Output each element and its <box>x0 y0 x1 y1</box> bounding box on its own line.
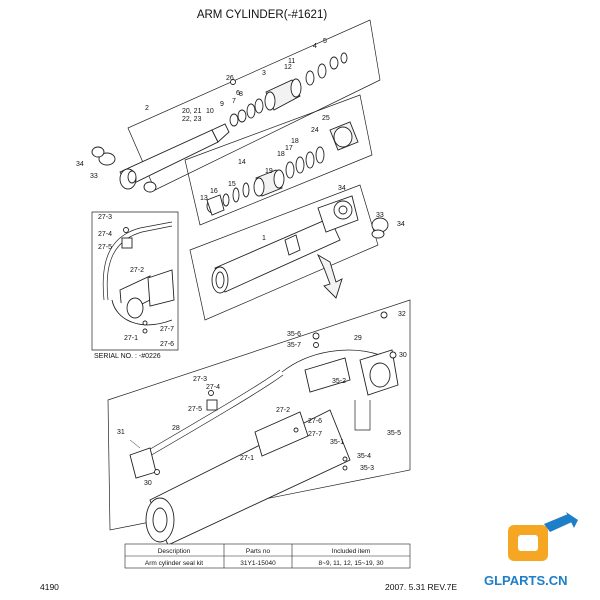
assembled-cylinder <box>129 311 399 546</box>
part-callout-label: 8 <box>239 91 243 98</box>
part-callout-label: 34 <box>338 185 346 192</box>
part-callout-label: 28 <box>172 425 180 432</box>
part-callout-label: 35-2 <box>332 378 346 385</box>
page-title: ARM CYLINDER(-#1621) <box>197 9 328 21</box>
part-callout-label: 27-7 <box>308 431 322 438</box>
part-callout-label: 1 <box>262 235 266 242</box>
part-callout-label: 20, 21 <box>182 108 202 115</box>
part-callout-label: 6 <box>236 90 240 97</box>
inset-frame <box>91 211 179 351</box>
part-callout-label: 27-6 <box>160 341 174 348</box>
part-callout-label: 12 <box>284 64 292 71</box>
table-cell-description: Arm cylinder seal kit <box>145 560 203 567</box>
part-callout-label: 35-1 <box>330 439 344 446</box>
part-callout-label: 30 <box>144 480 152 487</box>
part-callout-label: 27-3 <box>193 376 207 383</box>
rod-head-parts <box>229 52 348 127</box>
part-callout-label: 25 <box>322 115 330 122</box>
part-callout-label: 13 <box>200 195 208 202</box>
part-callout-label: 32 <box>398 311 406 318</box>
part-callout-label: 17 <box>285 145 293 152</box>
part-callout-label: 27-1 <box>240 455 254 462</box>
page-number: 4190 <box>40 582 59 592</box>
part-callout-label: 27-6 <box>308 418 322 425</box>
part-callout-label: 27-1 <box>124 335 138 342</box>
part-callout-label: 2 <box>145 105 149 112</box>
assembly-arrow <box>316 253 343 299</box>
part-callout-label: 33 <box>376 212 384 219</box>
part-callout-label: 15 <box>228 181 236 188</box>
part-callout-label: 7 <box>232 98 236 105</box>
part-callout-label: 10 <box>206 108 214 115</box>
part-callout-label: 27-3 <box>98 214 112 221</box>
part-callout-label: 3 <box>262 70 266 77</box>
bushing-right <box>371 217 389 239</box>
part-callout-label: 9 <box>220 101 224 108</box>
table-cell-parts-no: 31Y1-15040 <box>240 560 276 567</box>
serial-note: SERIAL NO. : -#0226 <box>94 353 161 360</box>
glparts-logo-mark <box>508 512 578 561</box>
seal-kit-table: Description Parts no Included item Arm c… <box>124 543 411 569</box>
part-callout-label: 22, 23 <box>182 116 202 123</box>
assembly-frame <box>107 299 411 531</box>
table-header-parts-no: Parts no <box>246 548 271 555</box>
part-callout-label: 35-4 <box>357 453 371 460</box>
part-callout-label: 35-7 <box>287 342 301 349</box>
table-cell-included-item: 8~9, 11, 12, 15~19, 30 <box>319 560 384 567</box>
table-header-included-item: Included item <box>332 548 371 555</box>
part-callout-label: 29 <box>354 335 362 342</box>
cylinder-tube <box>211 195 359 294</box>
part-callout-label: 30 <box>399 352 407 359</box>
part-callout-label: 35-3 <box>360 465 374 472</box>
table-header-description: Description <box>158 548 191 555</box>
part-callout-label: 18 <box>291 138 299 145</box>
part-callout-label: 4 <box>313 43 317 50</box>
inset-pipe-assembly <box>102 221 175 334</box>
revision-date: 2007. 5.31 REV.7E <box>385 582 457 592</box>
part-callout-label: 35-5 <box>387 430 401 437</box>
piston-rod <box>119 123 230 190</box>
part-callout-label: 19 <box>265 168 273 175</box>
part-callout-label: 18 <box>277 151 285 158</box>
part-callout-label: 27-2 <box>276 407 290 414</box>
piston-parts <box>206 121 359 216</box>
part-callout-label: 27-2 <box>130 267 144 274</box>
part-callout-label: 27-5 <box>98 244 112 251</box>
part-callout-label: 27-7 <box>160 326 174 333</box>
part-callout-label: 16 <box>210 188 218 195</box>
bushing-left <box>91 146 157 193</box>
part-callout-label: 31 <box>117 429 125 436</box>
part-callout-label: 34 <box>76 161 84 168</box>
part-callout-label: 11 <box>288 58 295 65</box>
part-callout-label: 27-4 <box>206 384 220 391</box>
glparts-logo-text: GLPARTS.CN <box>484 573 568 588</box>
part-callout-label: 35-6 <box>287 331 301 338</box>
part-callout-label: 26 <box>226 75 234 82</box>
part-callout-label: 33 <box>90 173 98 180</box>
part-callout-label: 27-5 <box>188 406 202 413</box>
piston-frame <box>184 94 373 226</box>
glparts-logo: GLPARTS.CN <box>484 512 578 588</box>
part-callout-label: 34 <box>397 221 405 228</box>
part-callout-label: 24 <box>311 127 319 134</box>
part-callout-label: 27-4 <box>98 231 112 238</box>
tube-frame <box>189 184 379 321</box>
part-callout-label: 14 <box>238 159 246 166</box>
part-callout-label: 5 <box>323 38 327 45</box>
